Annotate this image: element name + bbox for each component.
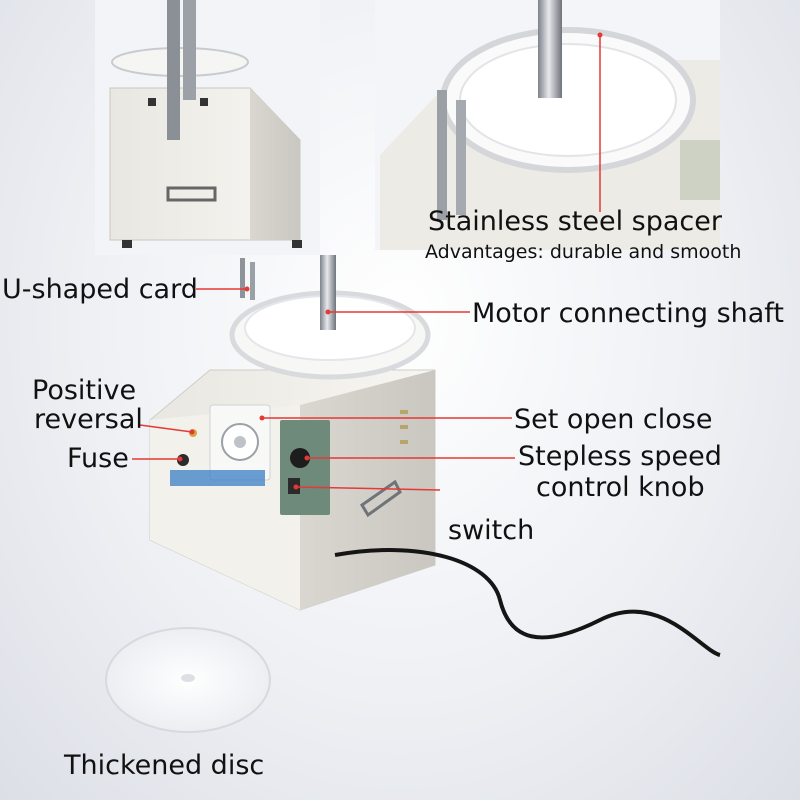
- leader-lines: [132, 35, 601, 491]
- label-control-knob: control knob: [536, 472, 705, 503]
- label-reversal: reversal: [34, 404, 143, 435]
- label-spacer-advantages: Advantages: durable and smooth: [425, 241, 742, 263]
- polishing-machine: [149, 255, 721, 657]
- side-view-inset: [95, 0, 320, 255]
- label-positive: Positive: [32, 375, 137, 406]
- label-set-open-close: Set open close: [514, 404, 713, 435]
- label-fuse: Fuse: [67, 443, 129, 474]
- label-motor-connecting-shaft: Motor connecting shaft: [472, 298, 784, 329]
- label-switch: switch: [448, 515, 535, 546]
- label-stainless-steel-spacer: Stainless steel spacer: [428, 206, 722, 237]
- label-thickened-disc: Thickened disc: [64, 750, 265, 781]
- label-u-shaped-card: U-shaped card: [2, 274, 198, 305]
- spacer-inset: [375, 0, 720, 250]
- label-stepless-speed: Stepless speed: [518, 441, 722, 472]
